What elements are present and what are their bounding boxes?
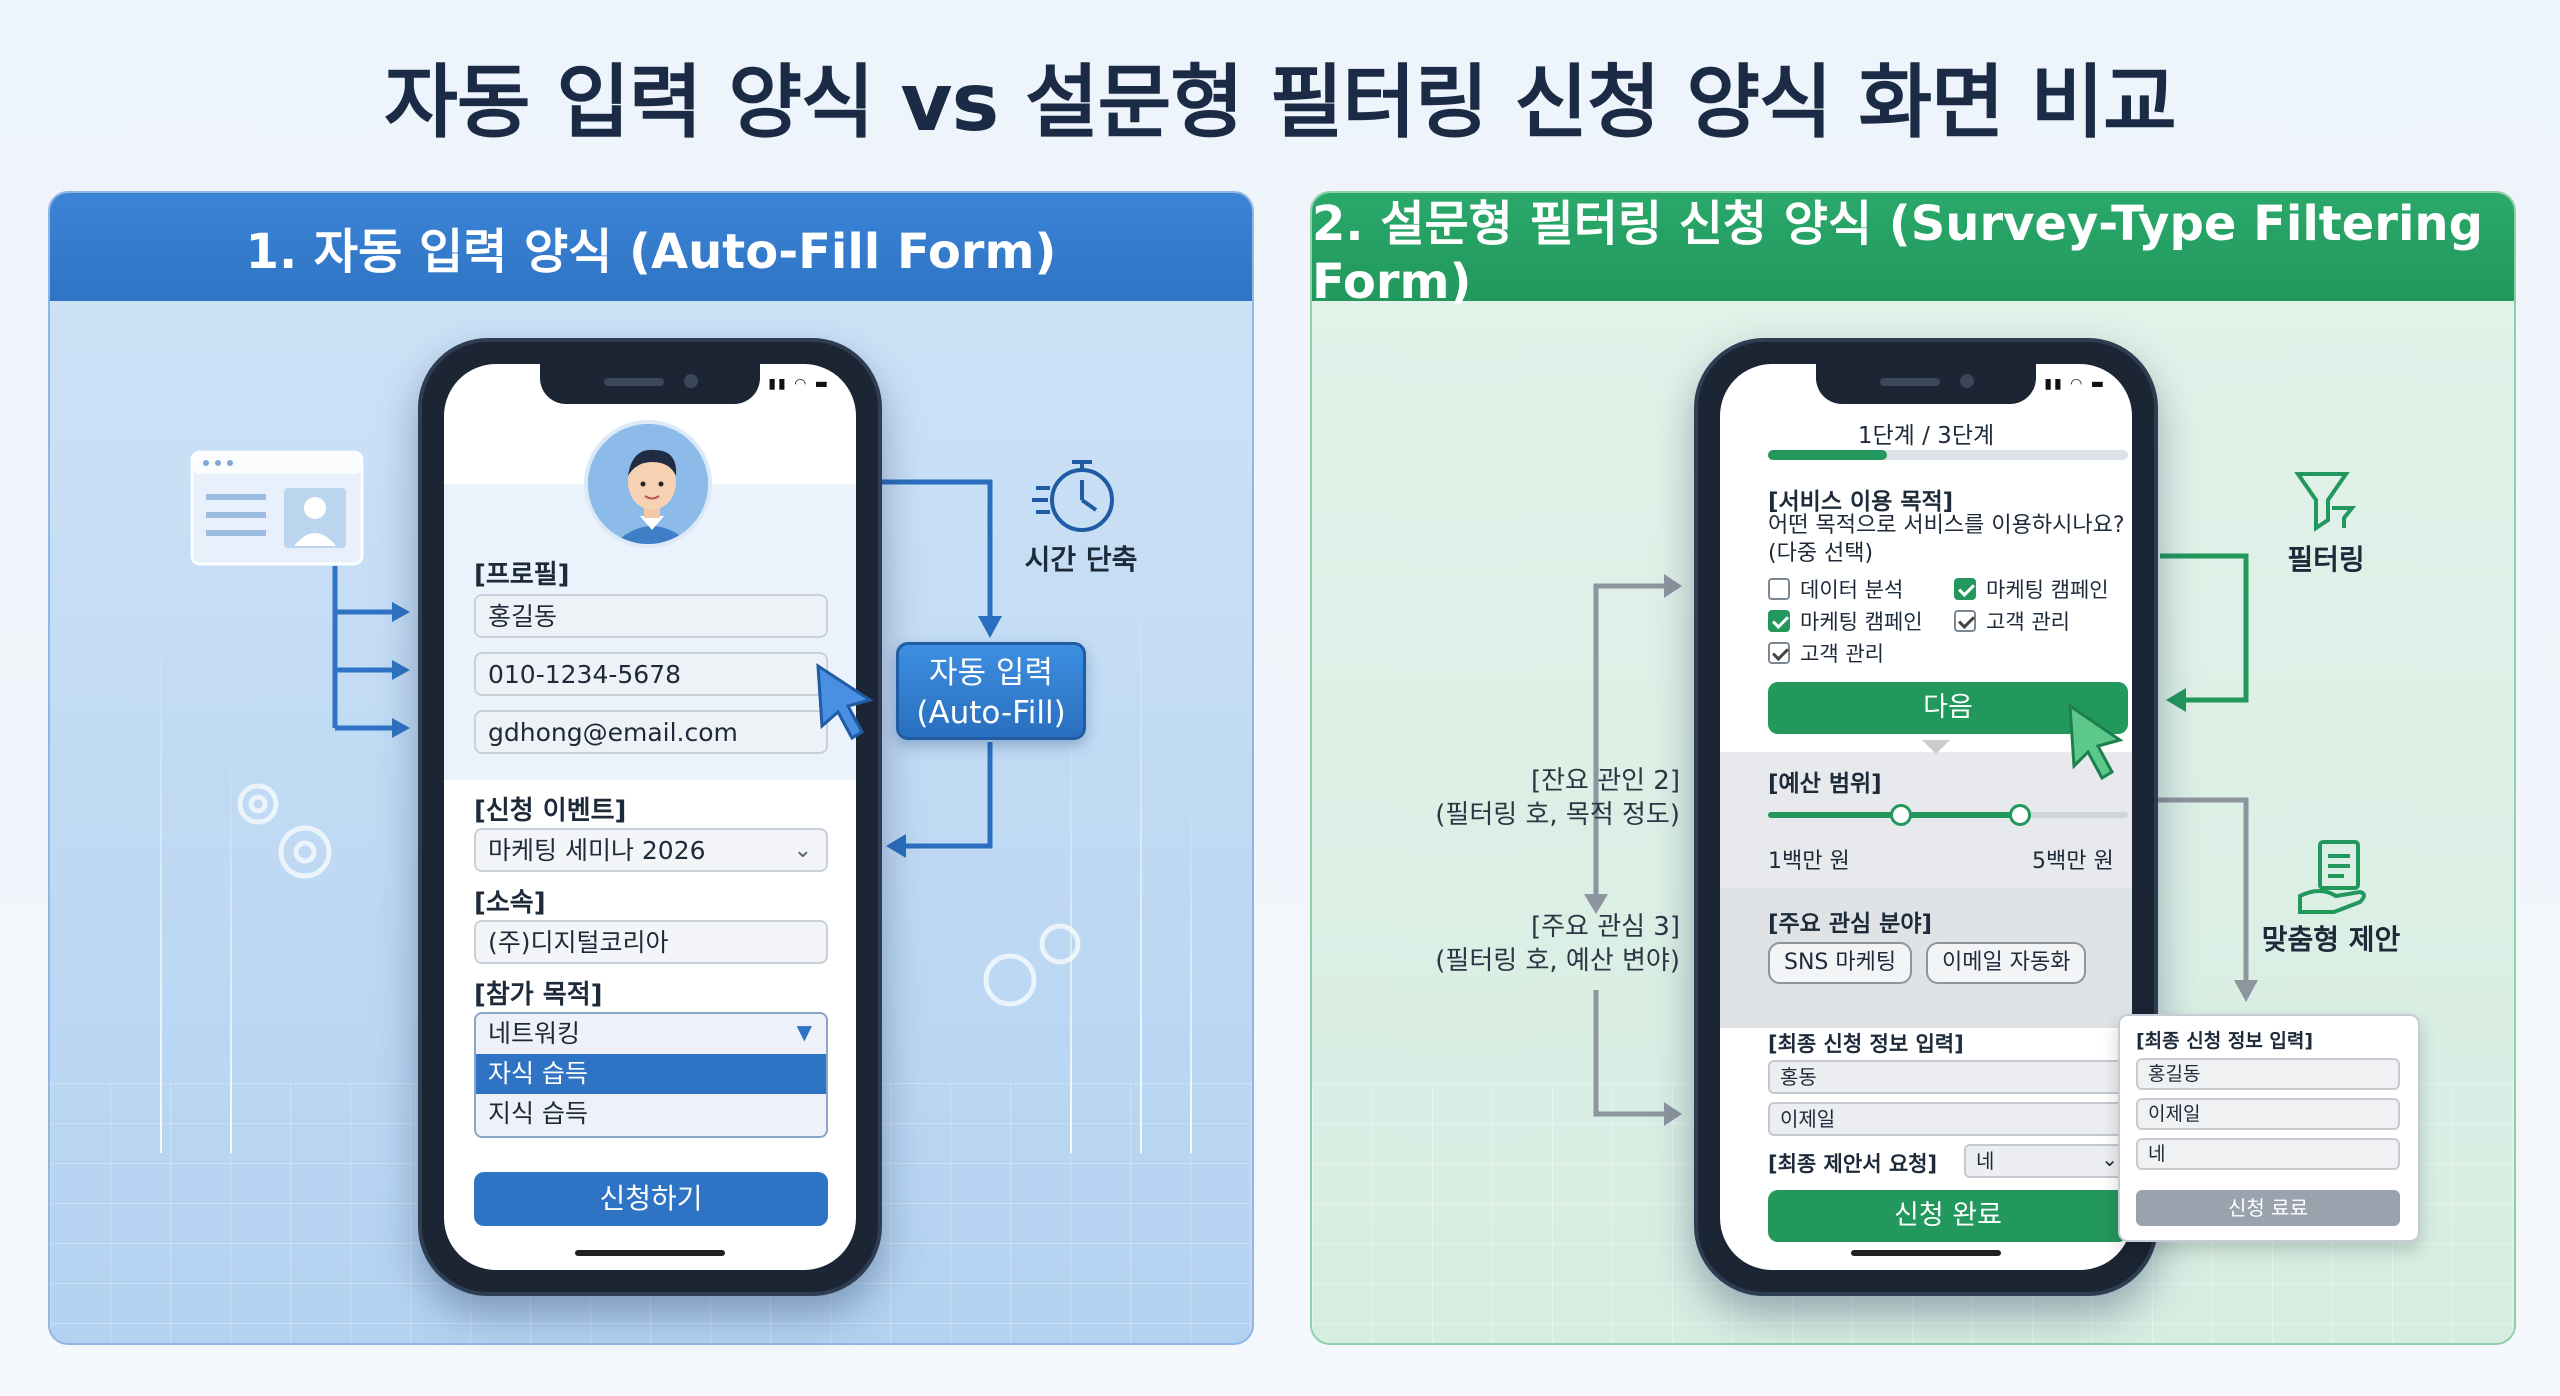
autofill-phone-screen: ▮▮ ◠ ▬ [프로필] 홍길동 010-1234-5678 gdhong@em… [444, 364, 856, 1270]
autofill-panel-header: 1. 자동 입력 양식 (Auto-Fill Form) [50, 193, 1252, 301]
checkbox-customer[interactable]: 고객 관리 [1768, 638, 1884, 668]
budget-min: 1백만 원 [1768, 849, 1850, 874]
popup-submit-button[interactable]: 신청 료료 [2136, 1190, 2400, 1226]
autofill-button[interactable]: 자동 입력 (Auto-Fill) [896, 642, 1086, 740]
checkbox-checked-icon [1954, 610, 1976, 632]
purpose-dropdown[interactable]: 네트워킹 ▼ 자식 습득 지식 습득 [474, 1012, 828, 1138]
checkbox-customer[interactable]: 고객 관리 [1954, 606, 2070, 636]
filter-note-2: [주요 관심 3] (필터링 호, 예산 변야) [1435, 912, 1680, 976]
status-icons: ▮▮ ◠ ▬ [2044, 376, 2106, 392]
checkbox-data-analysis[interactable]: 데이터 분석 [1768, 574, 1903, 604]
phone-field[interactable]: 010-1234-5678 [474, 652, 828, 696]
service-label: [서비스 이용 목적] [1768, 489, 1954, 515]
budget-label: [예산 범위] [1768, 771, 1882, 797]
cursor-icon [2068, 703, 2124, 781]
home-indicator [575, 1250, 725, 1256]
checkbox-marketing[interactable]: 마케팅 캠페인 [1768, 606, 1923, 636]
submit-button[interactable]: 신청하기 [474, 1172, 828, 1226]
name-field[interactable]: 홍길동 [474, 594, 828, 638]
proposal-hand-icon [2298, 840, 2366, 914]
checkbox-checked-icon [1768, 642, 1790, 664]
complete-button[interactable]: 신청 완료 [1768, 1190, 2128, 1242]
event-select[interactable]: 마케팅 세미나 2026 ⌄ [474, 828, 828, 872]
dropdown-option[interactable]: 지식 습득 [488, 1099, 588, 1128]
stopwatch-icon [1032, 460, 1114, 532]
step-indicator: 1단계 / 3단계 [1857, 423, 1995, 449]
light-line [1190, 793, 1192, 1153]
event-label: [신청 이벤트] [474, 796, 627, 826]
dropdown-option[interactable]: 네트워킹 ▼ [476, 1014, 826, 1054]
event-select-value: 마케팅 세미나 2026 [488, 836, 706, 865]
filter-icon [2294, 472, 2357, 532]
home-indicator [1851, 1250, 2001, 1256]
budget-slider[interactable] [1768, 804, 2128, 826]
profile-label: [프로필] [474, 560, 570, 590]
popup-answer-field[interactable]: 네 [2136, 1138, 2400, 1170]
gear-icon [237, 783, 1081, 1007]
survey-phone-screen: ▮▮ ◠ ▬ 1단계 / 3단계 [서비스 이용 목적] 어떤 목적으로 서비스… [1720, 364, 2132, 1270]
final-info-label: [최종 신청 정보 입력] [1768, 1032, 1964, 1056]
profile-card-icon [190, 450, 364, 566]
org-label: [소속] [474, 888, 546, 918]
light-line [1140, 573, 1142, 1153]
interest-label: [주요 관심 분야] [1768, 911, 1932, 937]
slider-knob-min[interactable] [1890, 804, 1913, 826]
chevron-down-icon: ⌄ [2101, 1147, 2118, 1171]
dropdown-option-selected[interactable]: 자식 습득 [476, 1054, 826, 1094]
status-icons: ▮▮ ◠ ▬ [768, 376, 830, 392]
purpose-label: [참가 목적] [474, 980, 603, 1010]
survey-phone: ▮▮ ◠ ▬ 1단계 / 3단계 [서비스 이용 목적] 어떤 목적으로 서비스… [1694, 338, 2158, 1296]
page-title: 자동 입력 양식 vs 설문형 필터링 신청 양식 화면 비교 [384, 56, 2176, 149]
next-button[interactable]: 다음 [1768, 682, 2128, 734]
proposal-select[interactable]: 네 ⌄ [1964, 1144, 2128, 1178]
avatar [584, 420, 712, 548]
caret-down-icon: ▼ [796, 1020, 812, 1044]
popup-name-field[interactable]: 홍길동 [2136, 1058, 2400, 1090]
progress-bar [1768, 450, 2128, 460]
progress-fill [1768, 450, 1887, 460]
time-saving-caption: 시간 단축 [1024, 543, 1138, 576]
chip-sns[interactable]: SNS 마케팅 [1768, 942, 1913, 984]
light-line [160, 613, 162, 1153]
checkbox-checked-icon [1954, 578, 1976, 600]
final-info-popup: [최종 신청 정보 입력] 홍길동 이제일 네 신청 료료 [2118, 1014, 2420, 1242]
survey-panel-header: 2. 설문형 필터링 신청 양식 (Survey-Type Filtering … [1312, 193, 2514, 310]
phone-notch [1816, 364, 2036, 404]
proposal-label: [최종 제안서 요청] [1768, 1152, 1938, 1176]
light-line [230, 753, 232, 1153]
budget-max: 5백만 원 [2032, 849, 2114, 874]
filter-note-1: [잔요 관인 2] (필터링 호, 목적 정도) [1435, 766, 1680, 830]
autofill-phone: ▮▮ ◠ ▬ [프로필] 홍길동 010-1234-5678 gdhong@em… [418, 338, 882, 1296]
final-name-field[interactable]: 홍동 [1768, 1060, 2128, 1094]
slider-knob-max[interactable] [2009, 804, 2031, 826]
popup-email-field[interactable]: 이제일 [2136, 1098, 2400, 1130]
popup-label: [최종 신청 정보 입력] [2136, 1030, 2314, 1052]
phone-notch [540, 364, 760, 404]
custom-proposal-caption: 맞춤형 제안 [2261, 923, 2401, 956]
checkbox-marketing[interactable]: 마케팅 캠페인 [1954, 574, 2109, 604]
checkbox-icon [1768, 578, 1790, 600]
org-field[interactable]: (주)디지털코리아 [474, 920, 828, 964]
email-field[interactable]: gdhong@email.com [474, 710, 828, 754]
filter-caption: 필터링 [2287, 543, 2365, 576]
chip-email[interactable]: 이메일 자동화 [1926, 942, 2087, 984]
chevron-down-icon: ⌄ [793, 838, 812, 863]
checkbox-checked-icon [1768, 610, 1790, 632]
cursor-icon [816, 663, 874, 741]
question-text: 어떤 목적으로 서비스를 이용하시나요? (다중 선택) [1768, 513, 2125, 566]
